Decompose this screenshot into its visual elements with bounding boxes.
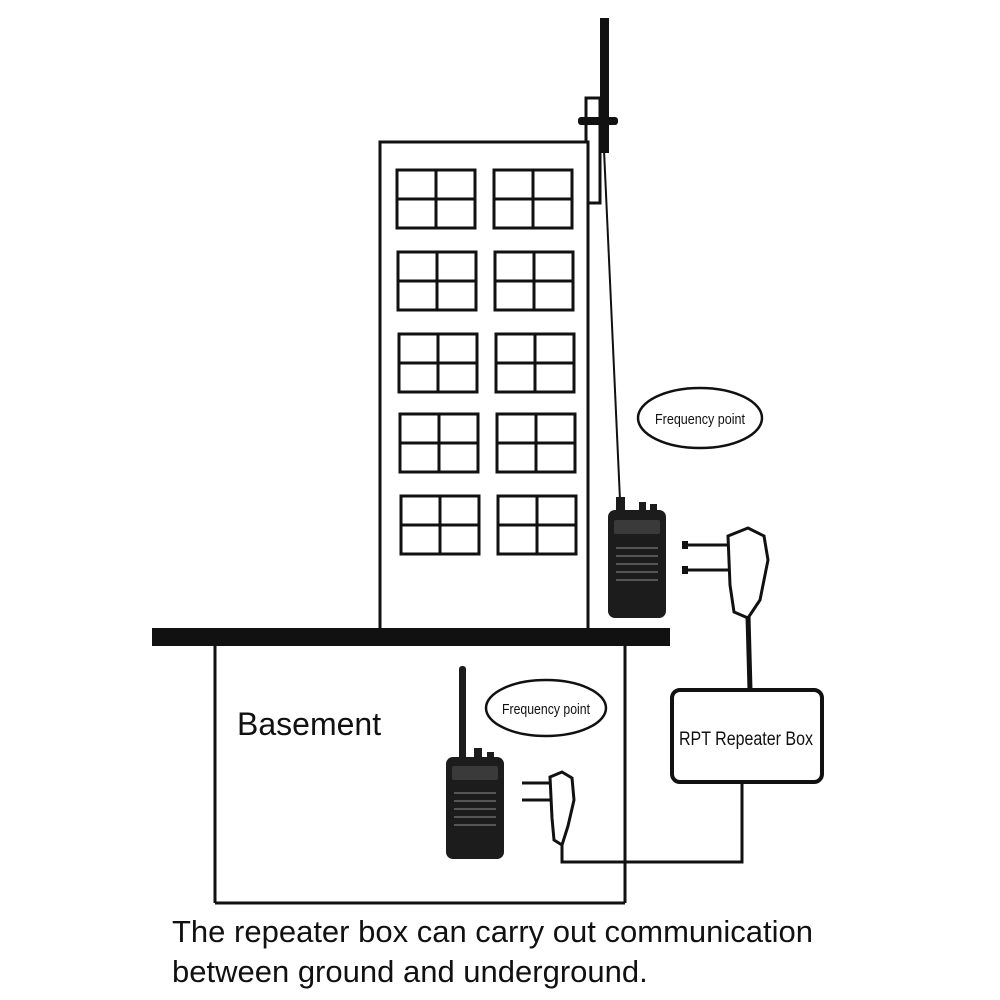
repeater-box-icon: RPT Repeater Box	[670, 688, 824, 784]
frequency-point-bubble-top: Frequency point	[636, 386, 764, 450]
building-window	[493, 250, 575, 312]
building-window	[398, 412, 480, 474]
building-window	[399, 494, 481, 556]
caption: The repeater box can carry out communica…	[172, 912, 972, 992]
two-pin-plug-upper-icon	[682, 526, 770, 691]
building-window	[494, 332, 576, 394]
building-window	[492, 168, 574, 230]
basement-label: Basement	[237, 706, 381, 742]
building-window	[395, 168, 477, 230]
frequency-point-label-top: Frequency point	[655, 411, 746, 428]
building-window	[397, 332, 479, 394]
cable-icon	[560, 782, 744, 864]
two-pin-plug-lower-icon	[522, 770, 576, 848]
basement-room: Basement	[213, 646, 627, 905]
ground-slab	[152, 628, 670, 646]
building-window	[496, 494, 578, 556]
caption-line-2: between ground and underground.	[172, 954, 648, 989]
caption-line-1: The repeater box can carry out communica…	[172, 914, 813, 949]
building-window	[495, 412, 577, 474]
building-icon	[378, 140, 590, 632]
walkie-talkie-upper-icon	[608, 497, 666, 618]
building-windows	[395, 168, 578, 556]
frequency-point-label-bottom: Frequency point	[502, 701, 591, 718]
walkie-talkie-lower-icon	[446, 666, 504, 859]
building-window	[396, 250, 478, 312]
repeater-box-label: RPT Repeater Box	[679, 729, 813, 750]
frequency-point-bubble-bottom: Frequency point	[484, 678, 608, 738]
